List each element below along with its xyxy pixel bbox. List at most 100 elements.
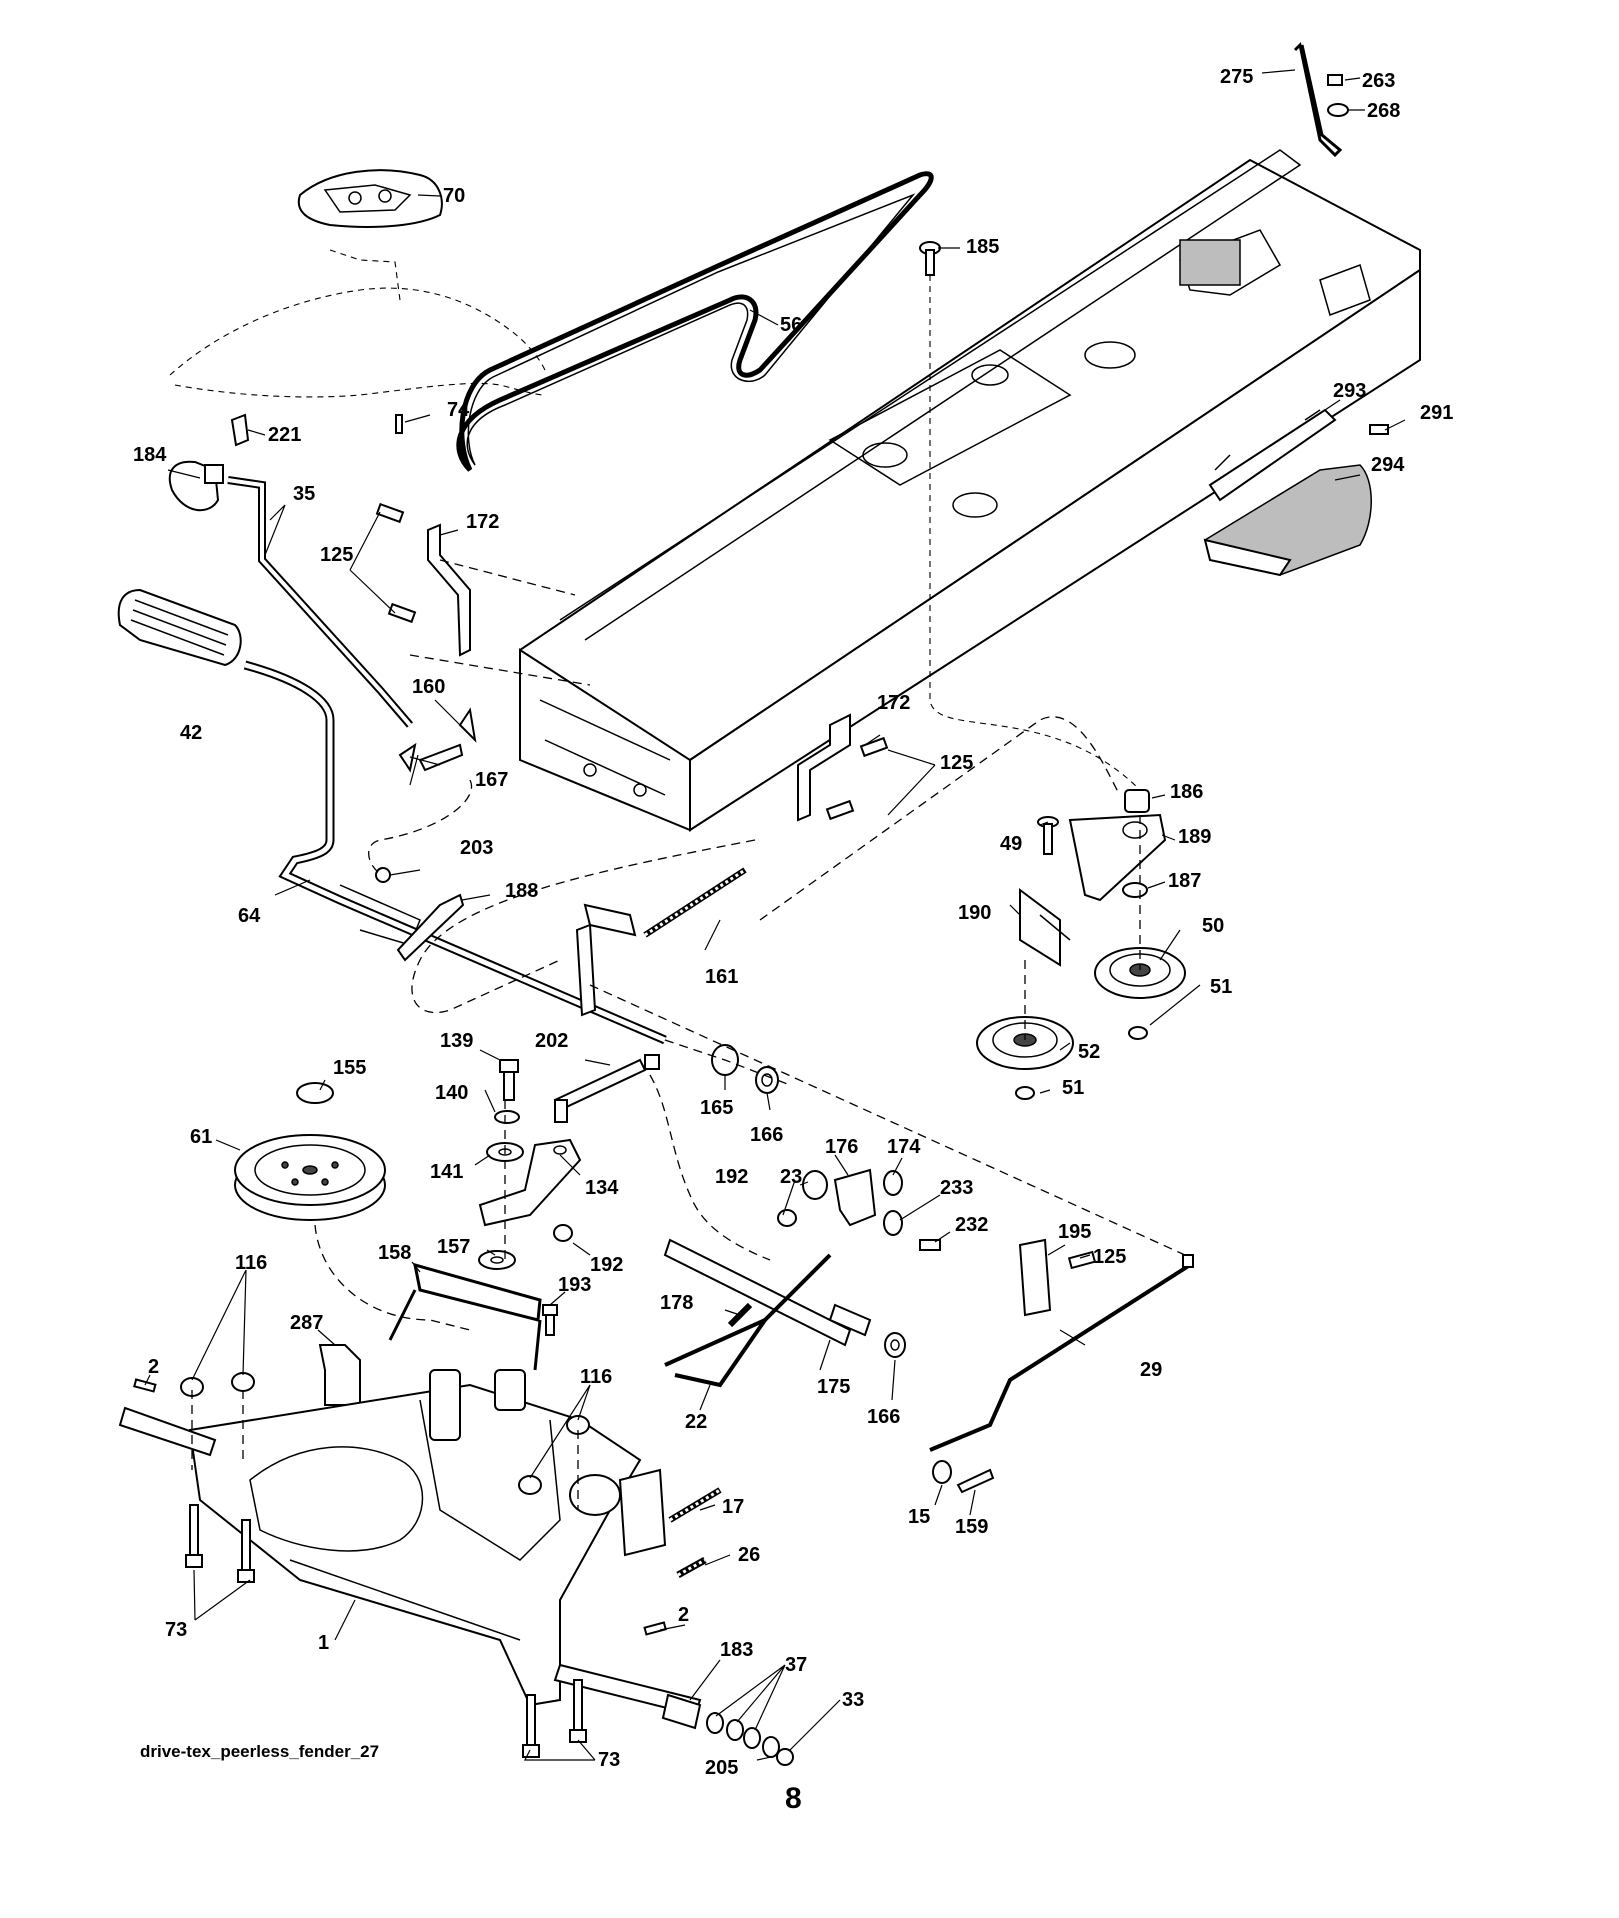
part-159-cotter-pin xyxy=(956,1468,995,1494)
part-35-lift-rod xyxy=(227,476,414,728)
callout-139: 139 xyxy=(440,1030,474,1052)
callout-294: 294 xyxy=(1371,454,1405,476)
callout-287: 287 xyxy=(290,1312,324,1334)
callout-202: 202 xyxy=(535,1030,569,1052)
part-26-spring xyxy=(676,1556,707,1579)
callout-185: 185 xyxy=(966,236,1000,258)
callout-172-lower: 172 xyxy=(877,692,911,714)
part-263-bolt xyxy=(1327,74,1343,86)
part-70-fender-panel xyxy=(297,169,443,228)
callout-29: 29 xyxy=(1140,1359,1163,1381)
part-61-transmission-pulley xyxy=(234,1134,386,1221)
part-15-washer xyxy=(932,1460,952,1484)
callout-203: 203 xyxy=(460,837,494,859)
part-125-bolt-e xyxy=(1067,1250,1097,1270)
callout-161: 161 xyxy=(705,966,739,988)
callout-70: 70 xyxy=(443,185,466,207)
part-166-washer-lower xyxy=(884,1332,906,1358)
part-125-bolt-a xyxy=(375,502,405,524)
callout-205: 205 xyxy=(705,1757,739,1779)
callout-33: 33 xyxy=(842,1689,865,1711)
part-155-retaining-ring xyxy=(296,1082,334,1104)
brake-lever-bracket xyxy=(575,903,637,1017)
callout-2-left: 2 xyxy=(148,1356,160,1378)
part-23-bushing xyxy=(802,1170,828,1200)
part-73-bolt-d xyxy=(569,1679,587,1743)
callout-160-upper: 160 xyxy=(412,676,446,698)
part-51-nut-a xyxy=(1128,1026,1148,1040)
callout-1: 1 xyxy=(318,1632,330,1654)
part-116-nut-b xyxy=(231,1372,255,1392)
part-2-key-right xyxy=(643,1621,667,1636)
callout-61: 61 xyxy=(190,1126,213,1148)
part-74-screw xyxy=(395,414,403,434)
part-139-bolt xyxy=(499,1059,519,1101)
diagram-caption: drive-tex_peerless_fender_27 xyxy=(140,1742,380,1761)
part-140-lock-washer xyxy=(494,1110,520,1124)
callout-175: 175 xyxy=(817,1376,851,1398)
callout-176: 176 xyxy=(825,1136,859,1158)
callout-56: 56 xyxy=(780,314,803,336)
part-275-rod xyxy=(1293,41,1343,158)
callout-193: 193 xyxy=(558,1274,592,1296)
callout-189: 189 xyxy=(1178,826,1212,848)
part-1-transaxle xyxy=(188,1369,667,1707)
callout-15: 15 xyxy=(908,1506,931,1528)
callout-125-lower: 125 xyxy=(1093,1246,1127,1268)
part-195-bracket xyxy=(1018,1238,1052,1317)
part-125-bolt-c xyxy=(859,736,889,758)
part-2-key-left xyxy=(133,1378,157,1393)
callout-178: 178 xyxy=(660,1292,694,1314)
callout-116-left: 116 xyxy=(235,1252,268,1274)
part-125-bolt-d xyxy=(825,799,855,821)
part-172-bracket-left xyxy=(427,523,471,657)
callout-17: 17 xyxy=(722,1496,745,1518)
callout-134: 134 xyxy=(585,1177,619,1199)
part-116-nut-d xyxy=(518,1475,542,1495)
callout-35: 35 xyxy=(293,483,316,505)
part-183-spacer xyxy=(661,1693,702,1730)
part-185-carriage-bolt xyxy=(919,241,941,276)
part-158-bracket-rod xyxy=(388,1262,542,1371)
part-167-link xyxy=(418,743,464,772)
callout-263: 263 xyxy=(1362,70,1396,92)
frame-chassis xyxy=(519,149,1421,832)
part-193-bolt xyxy=(542,1304,558,1336)
part-161-spring xyxy=(643,867,747,938)
fender-outline xyxy=(169,249,546,398)
part-172-bracket-right xyxy=(797,713,851,822)
part-189-bracket xyxy=(1068,813,1167,902)
part-175-shaft xyxy=(663,1238,872,1347)
callout-116-right: 116 xyxy=(580,1366,613,1388)
callout-37: 37 xyxy=(785,1654,808,1676)
callout-192-lower: 192 xyxy=(590,1254,624,1276)
part-192-nut-lower xyxy=(553,1224,573,1242)
callout-22: 22 xyxy=(685,1411,708,1433)
callout-195: 195 xyxy=(1058,1221,1092,1243)
part-73-bolt-b xyxy=(237,1519,255,1583)
callout-23: 23 xyxy=(780,1166,803,1188)
callout-186: 186 xyxy=(1170,781,1204,803)
callout-187: 187 xyxy=(1168,870,1202,892)
callout-140: 140 xyxy=(435,1082,469,1104)
callout-73-left: 73 xyxy=(165,1619,188,1641)
callout-232: 232 xyxy=(955,1214,989,1236)
part-184-knob xyxy=(168,460,224,512)
callout-157: 157 xyxy=(437,1236,471,1258)
callout-155: 155 xyxy=(333,1057,367,1079)
part-268-washer xyxy=(1327,103,1349,117)
callout-51-lower: 51 xyxy=(1062,1077,1085,1099)
part-190-bracket xyxy=(1019,888,1071,967)
part-166-washer-upper xyxy=(755,1066,779,1094)
part-221-clip xyxy=(230,413,250,447)
callout-166-upper: 166 xyxy=(750,1124,784,1146)
callout-268: 268 xyxy=(1367,100,1401,122)
part-188-link xyxy=(396,893,465,962)
part-294-shield xyxy=(1203,464,1372,577)
part-176-bracket xyxy=(833,1168,877,1227)
part-17-spring xyxy=(668,1487,722,1523)
part-192-nut-upper xyxy=(777,1209,797,1227)
part-160-cotter-pin-upper xyxy=(458,707,477,743)
part-157-washer xyxy=(478,1250,516,1270)
callout-166-lower: 166 xyxy=(867,1406,901,1428)
